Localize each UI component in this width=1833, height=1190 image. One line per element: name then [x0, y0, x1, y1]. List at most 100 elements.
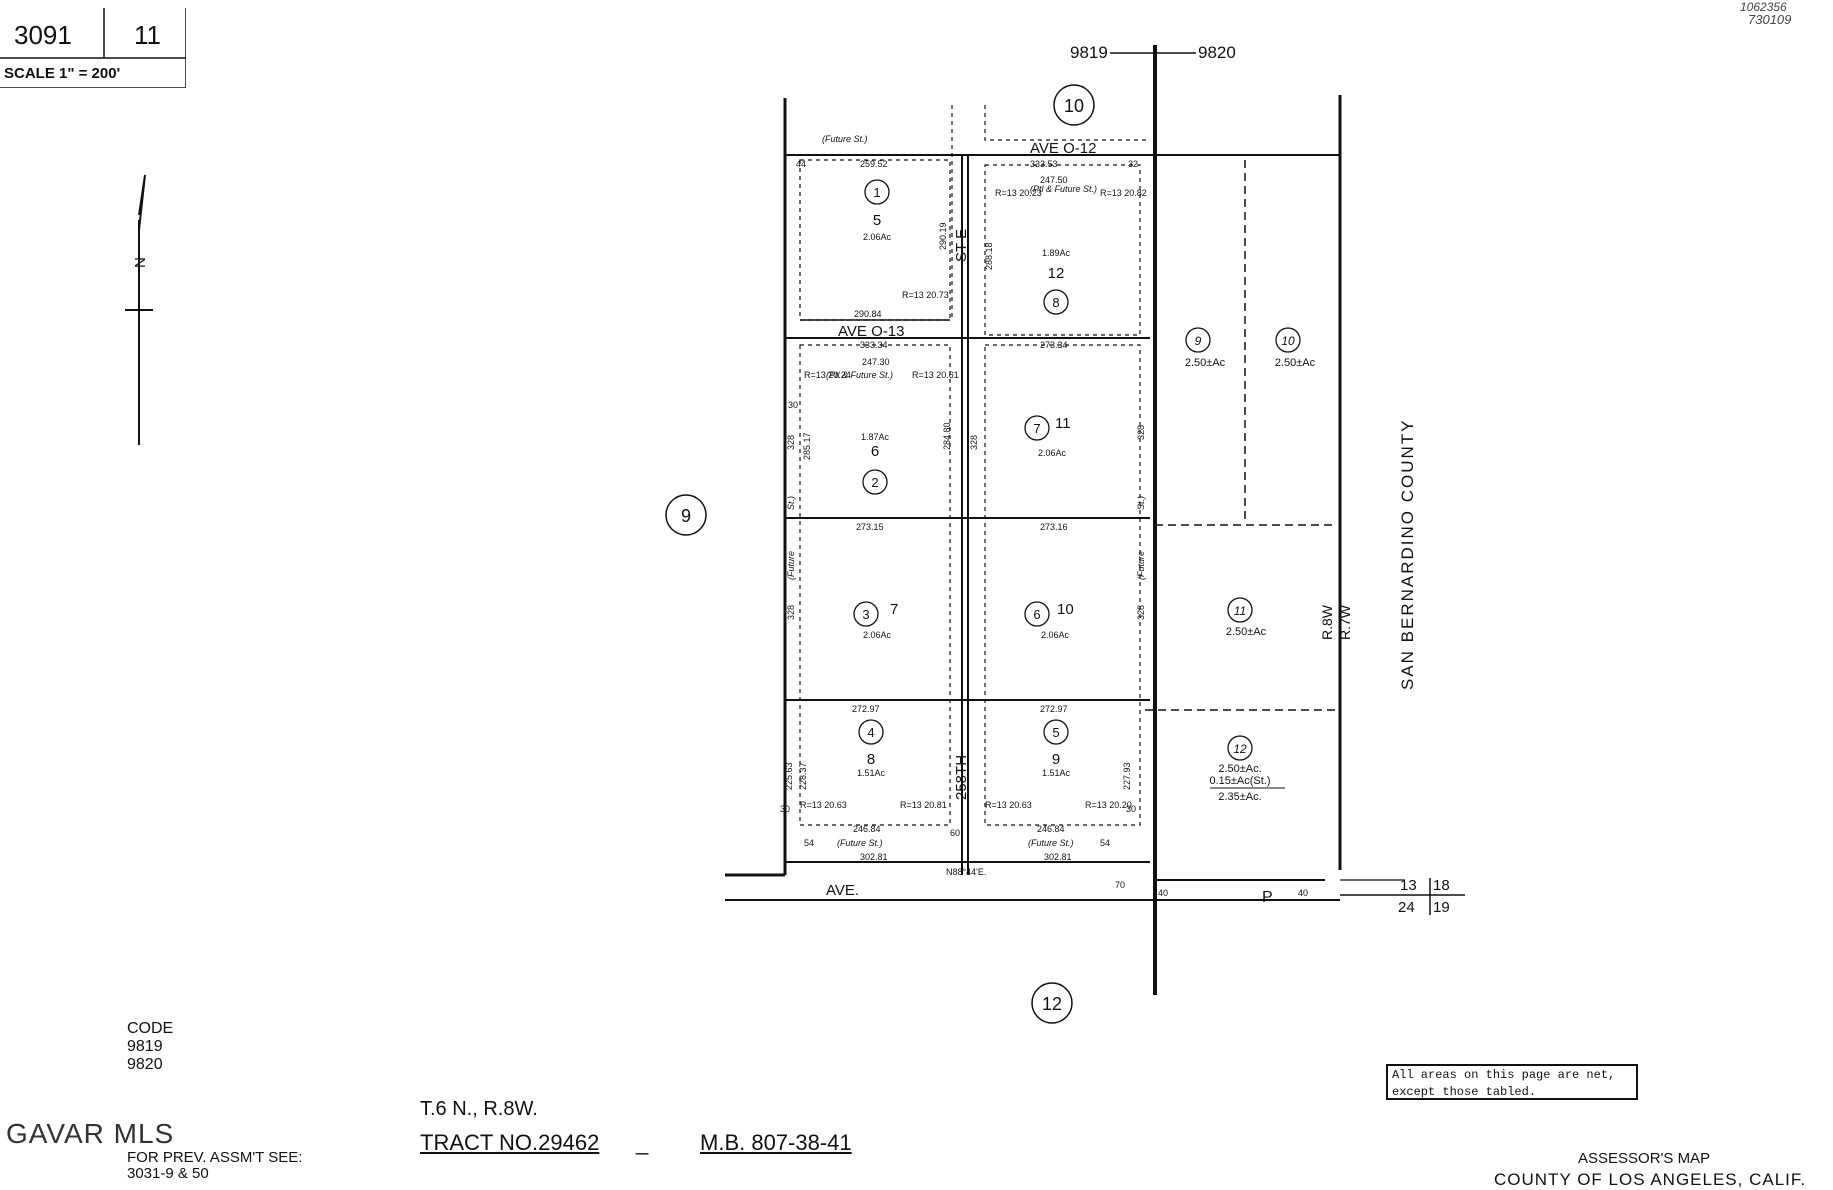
svg-text:(Future: (Future — [1136, 551, 1146, 580]
svg-text:(Future: (Future — [786, 551, 796, 580]
svg-text:8: 8 — [867, 751, 875, 768]
range-r8w: R.8W — [1319, 604, 1335, 640]
svg-text:328: 328 — [969, 435, 979, 450]
svg-text:2.50±Ac: 2.50±Ac — [1185, 357, 1226, 369]
svg-text:44: 44 — [796, 159, 806, 169]
svg-text:30: 30 — [780, 804, 790, 814]
svg-text:12: 12 — [1233, 742, 1247, 756]
header-frame — [0, 8, 186, 88]
svg-text:328: 328 — [786, 605, 796, 620]
svg-text:2.06Ac: 2.06Ac — [1041, 630, 1070, 640]
svg-text:273.16: 273.16 — [1040, 522, 1068, 532]
svg-text:2.50±Ac.: 2.50±Ac. — [1218, 763, 1261, 775]
svg-text:12: 12 — [1048, 265, 1065, 282]
svg-text:228.37: 228.37 — [798, 762, 808, 790]
map-ref-south: 12 — [1031, 982, 1073, 1024]
svg-text:R=13 20.81: R=13 20.81 — [900, 800, 947, 810]
street-st-e: ST E — [953, 229, 970, 262]
svg-text:225.63: 225.63 — [784, 762, 794, 790]
svg-text:60: 60 — [950, 828, 960, 838]
county-name: COUNTY OF LOS ANGELES, CALIF. — [1494, 1170, 1807, 1189]
parcel-11: 11 2.50±Ac — [1226, 597, 1267, 638]
svg-text:9: 9 — [1052, 751, 1060, 768]
svg-text:2.50±Ac: 2.50±Ac — [1226, 626, 1267, 638]
map-page-number: 11 — [134, 20, 161, 50]
svg-text:328: 328 — [786, 435, 796, 450]
street-ave-o13: AVE O-13 — [838, 323, 904, 340]
svg-text:R=13 20.63: R=13 20.63 — [800, 800, 847, 810]
svg-text:30: 30 — [1126, 804, 1136, 814]
north-arrow-icon — [125, 174, 153, 445]
svg-text:9: 9 — [681, 506, 691, 526]
svg-text:273.34: 273.34 — [1040, 340, 1068, 350]
svg-text:(Ptl & Future St.): (Ptl & Future St.) — [826, 370, 893, 380]
svg-text:R=13 20.82: R=13 20.82 — [1100, 188, 1147, 198]
parcel-3: 3 7 2.06Ac — [853, 601, 898, 640]
prev-assessment-ref: FOR PREV. ASSM'T SEE: 3031-9 & 50 — [127, 1149, 303, 1182]
svg-text:(Future St.): (Future St.) — [1028, 838, 1074, 848]
svg-text:288.18: 288.18 — [984, 242, 994, 270]
map-book-ref: M.B. 807-38-41 — [700, 1130, 852, 1155]
svg-text:1.87Ac: 1.87Ac — [861, 432, 890, 442]
svg-text:40: 40 — [1158, 888, 1168, 898]
area-note: All areas on this page are net, except t… — [1386, 1064, 1638, 1100]
code-block: CODE 9819 9820 — [127, 1020, 174, 1073]
svg-text:1.51Ac: 1.51Ac — [857, 768, 886, 778]
svg-text:R=13 20.61: R=13 20.61 — [912, 370, 959, 380]
street-p-letter: P — [1262, 889, 1273, 906]
svg-text:284.80: 284.80 — [942, 422, 952, 450]
map-ref-north: 10 — [1053, 84, 1095, 126]
svg-text:7: 7 — [890, 601, 898, 618]
street-ave-o12: AVE O-12 — [1030, 140, 1096, 157]
svg-text:1: 1 — [873, 185, 880, 200]
svg-text:246.84: 246.84 — [853, 824, 881, 834]
svg-text:2.06Ac: 2.06Ac — [863, 232, 892, 242]
svg-text:259.52: 259.52 — [860, 159, 888, 169]
svg-text:1.51Ac: 1.51Ac — [1042, 768, 1071, 778]
svg-text:0.15±Ac(St.): 0.15±Ac(St.) — [1209, 775, 1270, 787]
svg-text:272.97: 272.97 — [852, 704, 880, 714]
parcel-1: 1 5 2.06Ac — [863, 179, 892, 242]
svg-text:290.19: 290.19 — [938, 222, 948, 250]
svg-text:246.84: 246.84 — [1037, 824, 1065, 834]
parcel-9: 9 2.50±Ac — [1185, 327, 1226, 369]
svg-text:N88°44'E.: N88°44'E. — [946, 867, 986, 877]
parcel-8: 8 12 1.89Ac — [1042, 248, 1071, 315]
township-range: T.6 N., R.8W. — [420, 1098, 538, 1120]
dimension-labels: 259.52 333.53 247.50 290.84 333.34 247.3… — [780, 134, 1308, 898]
svg-text:10: 10 — [1064, 96, 1084, 116]
svg-text:1.89Ac: 1.89Ac — [1042, 248, 1071, 258]
parcel-4: 4 8 1.51Ac — [857, 719, 886, 778]
svg-text:54: 54 — [804, 838, 814, 848]
svg-text:10: 10 — [1057, 601, 1074, 618]
parcel-5: 5 9 1.51Ac — [1042, 719, 1071, 778]
section-18: 18 — [1433, 877, 1450, 894]
svg-text:328: 328 — [1136, 605, 1146, 620]
svg-text:302.81: 302.81 — [860, 852, 888, 862]
svg-text:R=13 20.24: R=13 20.24 — [804, 370, 851, 380]
corner-stamp-2: 730109 — [1748, 12, 1792, 27]
corner-stamp-1: 1062356 — [1740, 0, 1787, 14]
svg-text:11: 11 — [1234, 604, 1246, 618]
code-9819-top: 9819 — [1070, 43, 1108, 62]
county-label: SAN BERNARDINO COUNTY — [1398, 418, 1417, 690]
svg-text:4: 4 — [867, 725, 874, 740]
parcel-12: 12 2.50±Ac. 0.15±Ac(St.) 2.35±Ac. — [1209, 735, 1285, 803]
svg-text:2.06Ac: 2.06Ac — [863, 630, 892, 640]
svg-text:273.15: 273.15 — [856, 522, 884, 532]
svg-text:227.93: 227.93 — [1122, 762, 1132, 790]
svg-text:St.): St.) — [786, 496, 796, 510]
svg-text:30: 30 — [788, 400, 798, 410]
svg-text:12: 12 — [1042, 994, 1062, 1014]
svg-text:32: 32 — [1128, 159, 1138, 169]
svg-text:328: 328 — [1136, 425, 1146, 440]
svg-text:2.35±Ac.: 2.35±Ac. — [1218, 791, 1261, 803]
svg-text:9: 9 — [1195, 334, 1202, 348]
map-scale: SCALE 1" = 200' — [4, 65, 121, 82]
street-ave-p: AVE. — [826, 882, 859, 899]
svg-text:2: 2 — [871, 475, 878, 490]
svg-text:(Future St.): (Future St.) — [822, 134, 868, 144]
section-19: 19 — [1433, 899, 1450, 916]
parcel-6: 6 10 2.06Ac — [1024, 601, 1074, 640]
